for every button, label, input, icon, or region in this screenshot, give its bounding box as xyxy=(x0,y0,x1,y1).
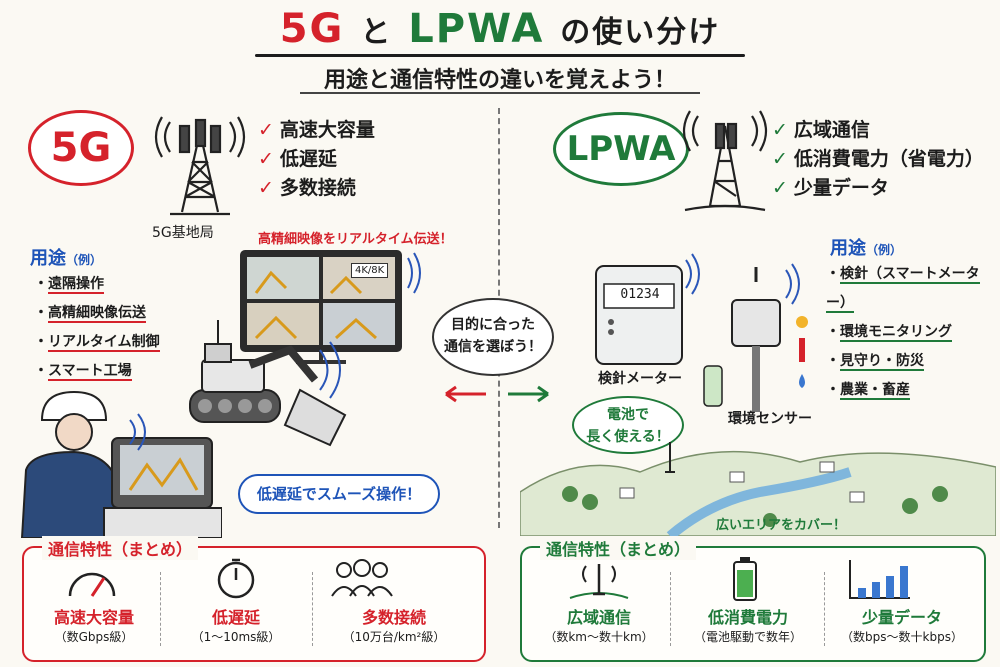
title-lpwa: LPWA xyxy=(408,6,545,52)
separator xyxy=(824,572,825,646)
center-bubble: 目的に合った通信を選ぼう！ xyxy=(432,298,554,376)
area-note: 広いエリアをカバー！ xyxy=(716,518,847,533)
separator xyxy=(312,572,313,646)
monitor-badge: 4K/8K xyxy=(351,263,389,278)
separator xyxy=(670,572,671,646)
landscape-illustration xyxy=(520,442,996,536)
list-item: ・見守り・防災 xyxy=(826,353,924,371)
stopwatch-icon xyxy=(217,558,255,599)
lpwa-tower-icon xyxy=(682,110,768,212)
lpwa-feature-checks: ✓広域通信 ✓低消費電力（省電力） ✓少量データ xyxy=(772,116,984,203)
5g-summary-panel xyxy=(22,546,486,662)
sensor-label: 環境センサー xyxy=(728,411,812,427)
battery-icon xyxy=(733,557,757,601)
lpwa-check-item: ✓低消費電力（省電力） xyxy=(772,148,984,170)
lpwa-summary-title: 通信特性（まとめ） xyxy=(540,536,697,560)
lpwa-feature-range: 広域通信（数km〜数十km） xyxy=(544,608,654,644)
operator-illustration xyxy=(20,390,222,538)
meter-label: 検針メーター xyxy=(598,371,682,387)
lpwa-check-item: ✓少量データ xyxy=(772,177,889,199)
lpwa-summary-panel xyxy=(520,546,986,662)
lpwa-check-item: ✓広域通信 xyxy=(772,119,870,141)
badge-lpwa: LPWA xyxy=(553,112,689,186)
wide-area-tower-icon xyxy=(569,564,629,599)
list-item: ・検針（スマートメーター） xyxy=(826,266,980,313)
title-5g: 5G xyxy=(279,6,345,52)
lpwa-usage-title: 用途（例） xyxy=(830,238,903,259)
5g-bubble: 低遅延でスムーズ操作！ xyxy=(238,474,440,514)
5g-feature-connections: 多数接続（10万台/km²級） xyxy=(342,608,446,644)
badge-5g: 5G xyxy=(28,110,134,186)
5g-feature-latency: 低遅延（1〜10ms級） xyxy=(191,608,281,644)
env-sensor-illustration xyxy=(703,263,808,412)
list-item: ・スマート工場 xyxy=(34,363,132,381)
title-to: と xyxy=(360,15,393,50)
subtitle: 用途と通信特性の違いを覚えよう！ xyxy=(323,68,676,93)
bar-chart-icon xyxy=(849,560,910,599)
page-title: 5G と LPWA の使い分け xyxy=(0,6,1000,52)
list-item: ・リアルタイム制御 xyxy=(34,334,160,352)
5g-check-item: ✓高速大容量 xyxy=(258,119,375,141)
subtitle-underline xyxy=(300,92,700,94)
title-tsukaiwake: の使い分け xyxy=(560,15,721,50)
lpwa-feature-power: 低消費電力（電池駆動で数年） xyxy=(693,608,802,644)
list-item: ・高精細映像伝送 xyxy=(34,305,146,323)
5g-summary-title: 通信特性（まとめ） xyxy=(42,536,199,560)
video-note: 高精細映像をリアルタイム伝送！ xyxy=(258,232,453,247)
5g-check-item: ✓多数接続 xyxy=(258,177,356,199)
people-icon xyxy=(331,559,393,597)
list-item: ・環境モニタリング xyxy=(826,324,952,342)
arrows-icon xyxy=(445,385,549,403)
speedometer-icon xyxy=(68,572,116,597)
5g-check-item: ✓低遅延 xyxy=(258,148,337,170)
title-underline xyxy=(255,54,745,57)
5g-tower-label: 5G基地局 xyxy=(152,225,214,241)
lpwa-usage-list: ・検針（スマートメーター） ・環境モニタリング ・見守り・防災 ・農業・畜産 xyxy=(826,260,1000,405)
5g-usage-list: ・遠隔操作 ・高精細映像伝送 ・リアルタイム制御 ・スマート工場 xyxy=(34,270,160,386)
list-item: ・農業・畜産 xyxy=(826,382,910,400)
meter-display: 01234 xyxy=(620,287,660,302)
list-item: ・遠隔操作 xyxy=(34,276,104,294)
5g-tower-icon xyxy=(154,116,246,216)
5g-feature-checks: ✓高速大容量 ✓低遅延 ✓多数接続 xyxy=(258,116,375,203)
battery-bubble: 電池で長く使える！ xyxy=(572,396,684,454)
robot-illustration xyxy=(189,320,347,447)
separator xyxy=(160,572,161,646)
lpwa-feature-data: 少量データ（数bps〜数十kbps） xyxy=(841,608,963,644)
smart-meter-illustration xyxy=(595,253,700,365)
5g-usage-title: 用途（例） xyxy=(30,248,103,269)
5g-feature-capacity: 高速大容量（数Gbps級） xyxy=(53,608,134,644)
